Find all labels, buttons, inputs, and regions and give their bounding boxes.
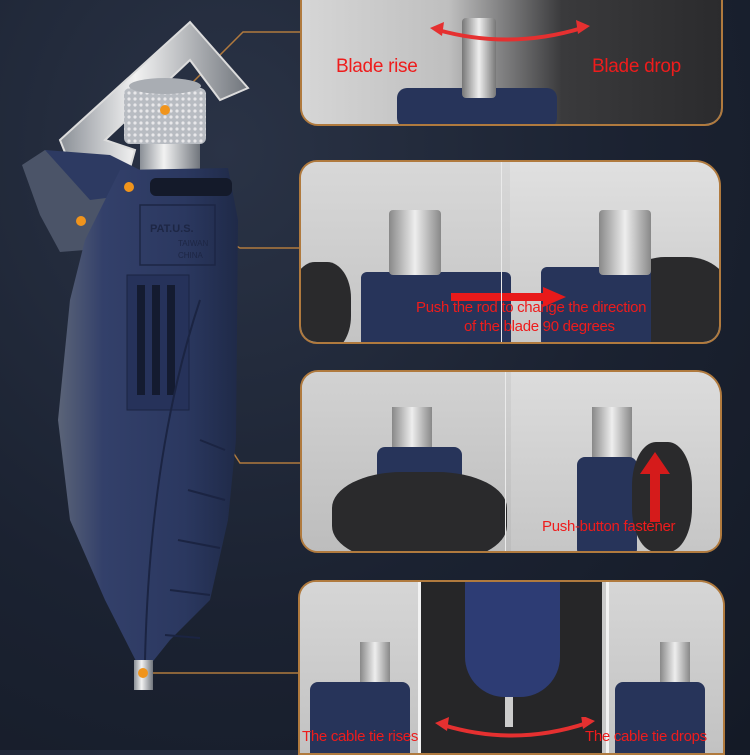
cable-stripper-tool-illustration: PAT.U.S. TAIWAN CHINA <box>22 20 250 690</box>
label-push-button-fastener: Push-button fastener <box>542 518 676 535</box>
label-blade-rise: Blade rise <box>336 56 418 77</box>
svg-text:CHINA: CHINA <box>178 251 204 260</box>
label-blade-drop: Blade drop <box>592 56 681 77</box>
label-cable-tie-drops: The cable tie drops <box>585 728 707 745</box>
panel-rod-direction: Push the rod to change the direction of … <box>299 160 721 344</box>
curved-double-arrow-icon <box>435 717 595 738</box>
callout-dot-knob <box>160 105 170 115</box>
right-arrow-icon <box>451 287 566 307</box>
label-push-rod-line2: of the blade 90 degrees <box>464 318 615 335</box>
panel-cable-tie: The cable tie rises The cable tie drops <box>298 580 725 755</box>
svg-text:TAIWAN: TAIWAN <box>178 239 208 248</box>
panel-push-button: Push-button fastener <box>300 370 722 553</box>
curved-double-arrow-icon <box>430 20 590 42</box>
callout-dot-rod <box>124 182 134 192</box>
panel-blade-adjust: Blade rise Blade drop <box>300 0 723 126</box>
label-cable-tie-rises: The cable tie rises <box>302 728 419 745</box>
callout-dot-tip <box>138 668 148 678</box>
knob-photo <box>462 18 496 98</box>
label-push-rod-line1: Push the rod to change the direction <box>416 299 647 316</box>
up-arrow-icon <box>640 452 670 522</box>
svg-text:PAT.U.S.: PAT.U.S. <box>150 223 194 235</box>
callout-dot-fastener <box>76 216 86 226</box>
